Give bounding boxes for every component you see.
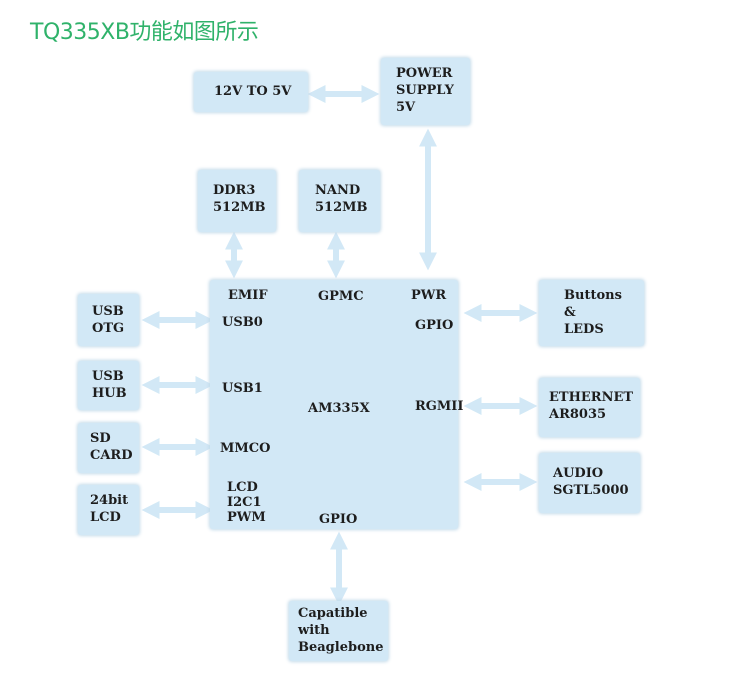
soc-mmc0-label: MMCO	[220, 441, 271, 456]
usb-otg-label: USB OTG	[92, 304, 125, 336]
soc-block	[210, 280, 458, 529]
usb-hub-box: USB HUB	[78, 361, 139, 410]
audio-label: AUDIO SGTL5000	[553, 466, 629, 498]
sd-card-label: SD CARD	[90, 431, 133, 463]
ddr3-label: DDR3 512MB	[213, 183, 266, 215]
soc-gpio-right-label: GPIO	[415, 318, 454, 333]
soc-gpmc-label: GPMC	[318, 289, 364, 304]
ethernet-box: ETHERNET AR8035	[539, 378, 640, 437]
ethernet-label: ETHERNET AR8035	[549, 390, 634, 422]
soc-emif-label: EMIF	[228, 288, 268, 303]
beaglebone-box: Capatible with Beaglebone	[289, 601, 388, 661]
lcd-24bit-box: 24bit LCD	[78, 485, 139, 535]
buttons-leds-label: Buttons & LEDS	[564, 288, 622, 337]
converter-box: 12V TO 5V	[194, 72, 308, 112]
soc-usb0-label: USB0	[222, 315, 263, 330]
nand-box: NAND 512MB	[299, 170, 380, 232]
beaglebone-label: Capatible with Beaglebone	[298, 606, 384, 655]
soc-rgmii-label: RGMII	[415, 399, 464, 414]
page-title: TQ335XB功能如图所示	[30, 20, 259, 45]
soc-gpio-bottom-label: GPIO	[319, 512, 358, 527]
soc-lcd-i2c-pwm-label: LCD I2C1 PWM	[227, 480, 266, 525]
usb-hub-label: USB HUB	[92, 369, 127, 401]
ddr3-box: DDR3 512MB	[198, 170, 276, 232]
soc-am335x-label: AM335X	[308, 401, 370, 416]
buttons-leds-box: Buttons & LEDS	[539, 280, 644, 346]
nand-label: NAND 512MB	[315, 183, 368, 215]
soc-pwr-label: PWR	[411, 288, 447, 303]
soc-usb1-label: USB1	[222, 381, 263, 396]
power-supply-label: POWER SUPPLY 5V	[396, 66, 454, 115]
converter-label: 12V TO 5V	[214, 84, 292, 99]
usb-otg-box: USB OTG	[78, 294, 139, 346]
sd-card-box: SD CARD	[78, 423, 139, 473]
power-supply-box: POWER SUPPLY 5V	[381, 58, 470, 125]
audio-box: AUDIO SGTL5000	[539, 453, 640, 513]
lcd-24bit-label: 24bit LCD	[90, 493, 129, 525]
